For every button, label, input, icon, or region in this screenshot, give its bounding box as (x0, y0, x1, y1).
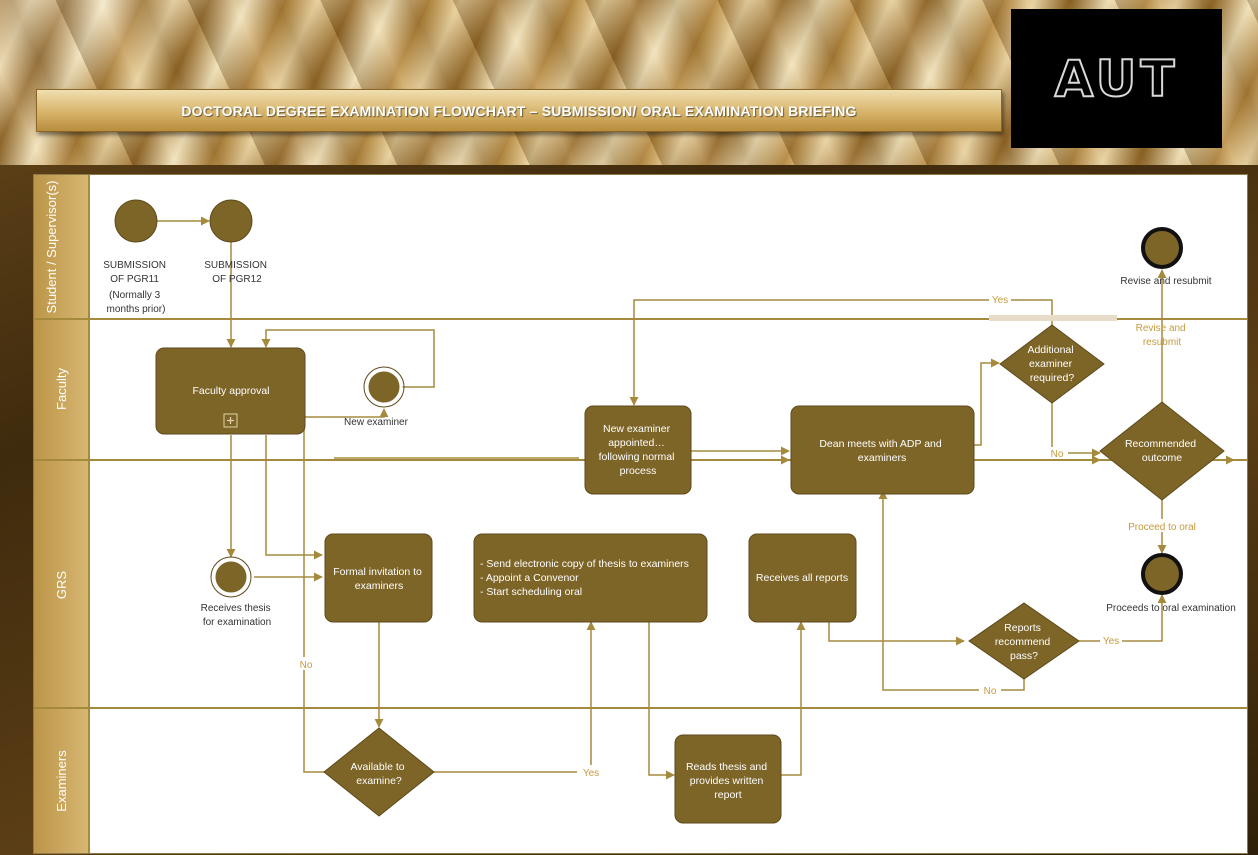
connectors (157, 216, 1235, 780)
expand-icon (223, 413, 238, 428)
edge-label-yes-reports: Yes (1103, 636, 1119, 647)
task-formal-invitation (324, 533, 433, 623)
receives-thesis-label: Receives thesis for examination (201, 603, 274, 628)
task-send-copy (473, 533, 708, 623)
edge-label-no-available: No (300, 660, 313, 671)
task-faculty-approval (155, 347, 306, 435)
pgr12-label: SUBMISSION OF PGR12 (204, 260, 270, 285)
gateway-recommended-outcome (1099, 401, 1225, 501)
new-examiner-appointed-label: New examiner appointed… following normal… (599, 423, 678, 477)
additional-examiner-label: Additional examiner required? (1027, 344, 1076, 384)
gateway-available (323, 727, 435, 817)
event-receives-thesis (212, 558, 250, 596)
event-pgr12 (209, 199, 253, 243)
event-new-examiner (365, 368, 403, 406)
gateway-additional-examiner (999, 324, 1105, 404)
lane-label-grs: GRS (54, 571, 69, 600)
flowchart-diagram: Student / Supervisor(s) Faculty GRS Exam… (34, 175, 1247, 853)
title-box: DOCTORAL DEGREE EXAMINATION FLOWCHART – … (36, 89, 1002, 132)
task-receives-reports (748, 533, 857, 623)
edge-label-no-additional: No (1051, 449, 1064, 460)
faculty-approval-label: Faculty approval (192, 385, 269, 397)
reads-thesis-label: Reads thesis and provides written report (686, 761, 770, 801)
pgr11-label: SUBMISSION OF PGR11 (Normally 3 months p… (103, 260, 169, 315)
logo-text: AUT (1054, 49, 1179, 109)
lane-header-column (34, 175, 89, 853)
edge-label-revise-resubmit: Revise and resubmit (1136, 323, 1189, 348)
lane-overlap-shade (989, 315, 1117, 321)
lane-label-faculty: Faculty (54, 368, 69, 410)
lane-label-student: Student / Supervisor(s) (44, 181, 59, 314)
page-title: DOCTORAL DEGREE EXAMINATION FLOWCHART – … (181, 102, 857, 119)
edge-label-proceed-oral: Proceed to oral (1128, 522, 1196, 533)
edge-label-yes-additional: Yes (992, 295, 1008, 306)
aut-logo: AUT (1011, 9, 1222, 148)
send-copy-label: - Send electronic copy of thesis to exam… (480, 558, 692, 598)
edge-label-no-reports: No (984, 686, 997, 697)
reports-recommend-label: Reports recommend pass? (995, 622, 1053, 662)
task-reads-thesis (674, 734, 782, 824)
edge-label-yes-available: Yes (583, 768, 599, 779)
task-new-examiner-appointed (584, 405, 692, 495)
end-event-proceeds-oral (1141, 553, 1183, 595)
revise-resubmit-label: Revise and resubmit (1120, 276, 1211, 287)
task-dean-meets (790, 405, 975, 495)
formal-invitation-label: Formal invitation to examiners (333, 566, 425, 592)
flowchart-board: Student / Supervisor(s) Faculty GRS Exam… (33, 174, 1248, 854)
lane-label-examiners: Examiners (54, 750, 69, 812)
plus-icon (227, 417, 234, 424)
gateway-reports-recommend (968, 602, 1080, 680)
available-label: Available to examine? (350, 761, 407, 787)
new-examiner-label: New examiner (344, 417, 409, 428)
dean-meets-label: Dean meets with ADP and examiners (819, 438, 944, 464)
proceeds-oral-label: Proceeds to oral examination (1106, 603, 1236, 614)
receives-reports-label: Receives all reports (756, 572, 848, 584)
recommended-outcome-label: Recommended outcome (1125, 438, 1199, 464)
start-event-pgr11 (114, 199, 158, 243)
end-event-revise-resubmit (1141, 227, 1183, 269)
